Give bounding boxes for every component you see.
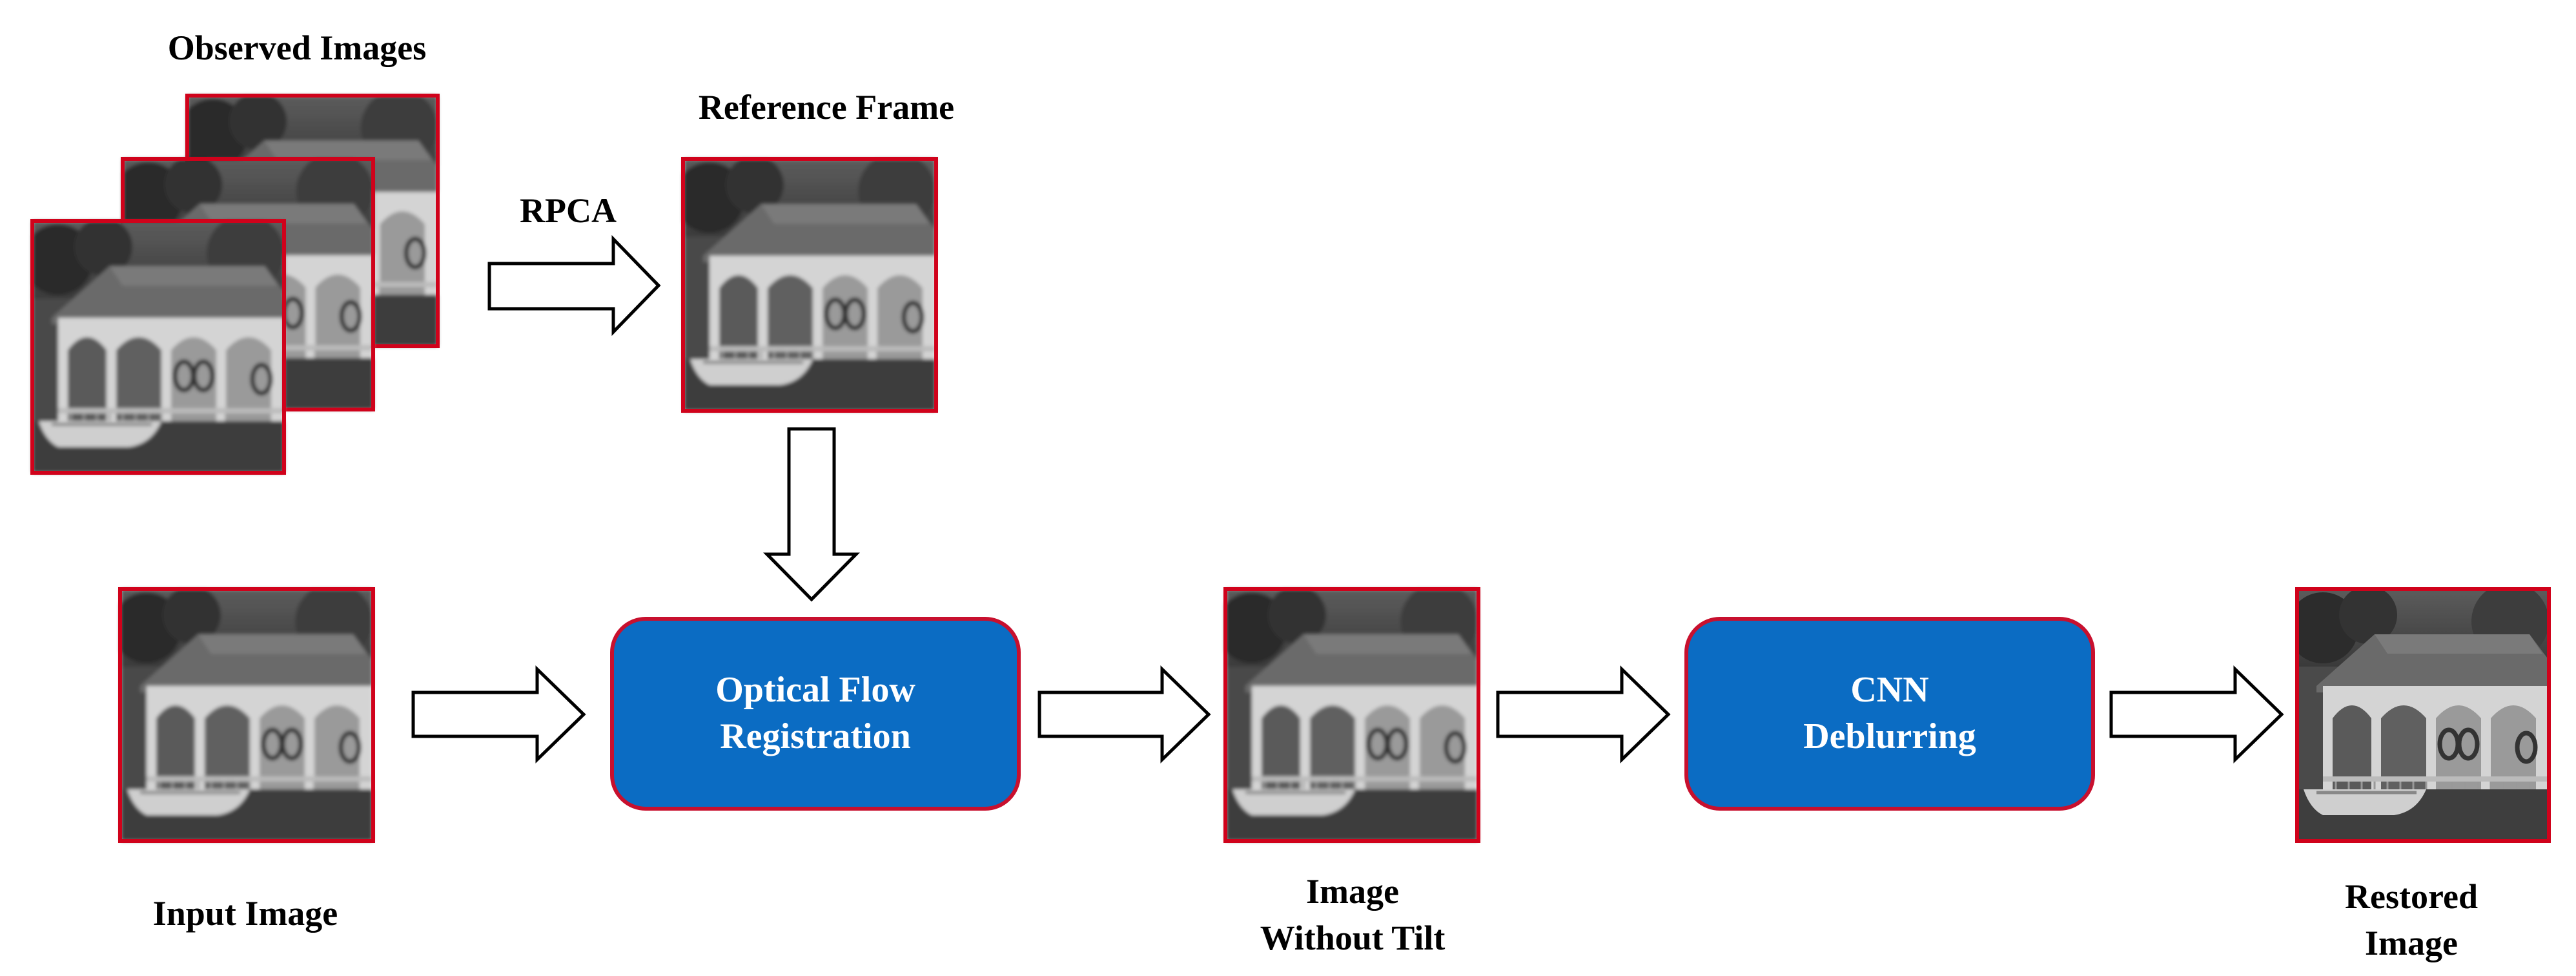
input-image [118,587,375,843]
restored-image-line-2: Image [2365,924,2458,962]
cnn-deblurring-box [1684,617,2095,811]
cnn-line-2: Deblurring [1803,716,1976,756]
restored-image [2295,587,2551,843]
observed-images-label: Observed Images [167,28,427,67]
down-arrow-icon [763,427,860,602]
arrow-to-image-without-tilt-icon [1038,665,1211,763]
reference-frame-image [681,157,938,413]
observed-images-stack [30,94,440,475]
optical-flow-registration-text: Optical Flow Registration [612,667,1019,760]
reference-frame-label: Reference Frame [698,88,955,127]
image-without-tilt-line-1: Image [1306,872,1399,911]
rpca-arrow-icon [487,234,661,337]
optical-flow-line-1: Optical Flow [715,670,915,710]
arrow-to-restored-icon [2109,665,2284,763]
rpca-label: RPCA [520,191,617,230]
arrow-to-optical-flow-icon [411,665,586,763]
image-without-tilt [1223,587,1480,843]
restored-image-label: Restored Image [2260,873,2563,966]
cnn-line-1: CNN [1850,670,1929,710]
observed-image-front [30,219,286,475]
arrow-to-cnn-icon [1496,665,1671,763]
restored-image-line-1: Restored [2345,877,2478,916]
input-image-label: Input Image [152,894,338,933]
optical-flow-registration-box [610,617,1021,811]
cnn-deblurring-text: CNN Deblurring [1686,667,2093,760]
optical-flow-line-2: Registration [720,716,911,756]
image-without-tilt-label: Image Without Tilt [1188,868,1517,961]
image-without-tilt-line-2: Without Tilt [1260,919,1446,957]
